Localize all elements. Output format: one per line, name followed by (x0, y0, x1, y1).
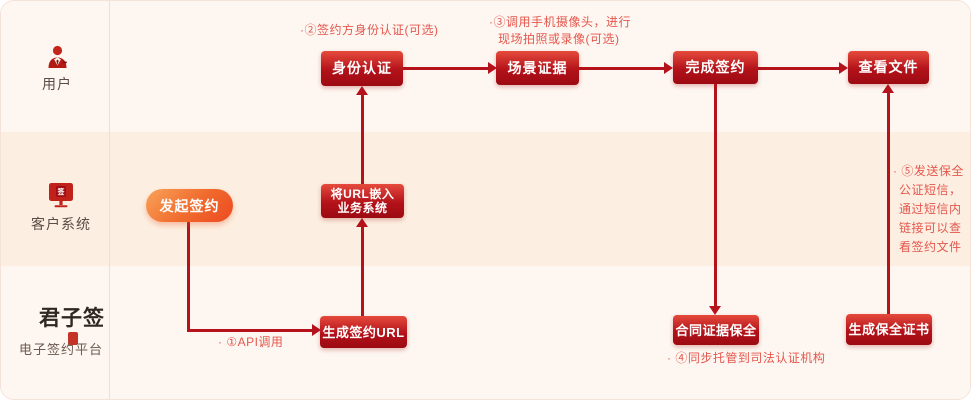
user-icon (48, 45, 67, 68)
lane-platform (1, 266, 970, 399)
node-embed-url-line1: 将URL嵌入 (330, 187, 395, 201)
monitor-icon: 签 (49, 183, 73, 208)
node-embed-url: 将URL嵌入 业务系统 (321, 184, 404, 218)
lane-label-user: 用户 (42, 76, 72, 92)
lane-label-client: 客户系统 (31, 216, 91, 232)
svg-text:签: 签 (57, 187, 66, 196)
node-generate-certificate: 生成保全证书 (846, 314, 932, 345)
annotation-1-api-call: · ①API调用 (218, 335, 284, 349)
connector-identity-to-scene (403, 67, 488, 70)
annotation-3-line1: ·③调用手机摄像头，进行 (489, 15, 631, 29)
annotation-5-line3: 通过短信内 (899, 202, 962, 216)
seal-icon (67, 332, 78, 345)
node-identity-auth: 身份认证 (321, 51, 403, 86)
node-complete-sign: 完成签约 (673, 51, 758, 84)
annotation-5-line2: 公证短信， (899, 183, 962, 197)
arrowhead-into-viewfile (839, 62, 848, 74)
annotation-5-sms-notice: · ⑤发送保全 公证短信， 通过短信内 链接可以查 看签约文件 (893, 162, 964, 257)
connector-complete-to-viewfile (758, 67, 839, 70)
arrowhead-into-evidence (709, 306, 721, 315)
connector-scene-to-complete (579, 67, 664, 70)
platform-logo-text: 君子签 (39, 305, 105, 330)
arrowhead-into-identity (356, 86, 368, 95)
lane-user (1, 1, 970, 132)
lane-header-divider (109, 1, 110, 399)
node-scene-evidence: 场景证据 (496, 51, 579, 85)
connector-initiate-to-genurl (187, 329, 312, 332)
annotation-3-line2: 现场拍照或录像(可选) (498, 32, 620, 46)
arrowhead-into-genurl (312, 324, 321, 336)
connector-embed-to-identity (361, 95, 364, 184)
connector-complete-to-evidence (714, 84, 717, 306)
annotation-4-judicial-escrow: · ④同步托管到司法认证机构 (667, 351, 826, 365)
connector-certificate-to-viewfile (887, 93, 890, 314)
arrowhead-into-embed (356, 218, 368, 227)
lane-label-platform: 电子签约平台 (18, 342, 103, 357)
arrowhead-into-complete (664, 62, 673, 74)
node-view-file: 查看文件 (848, 51, 929, 84)
platform-logo: 君子签 (35, 302, 109, 358)
arrowhead-into-viewfile-bottom (882, 84, 894, 93)
node-generate-sign-url: 生成签约URL (320, 316, 407, 348)
connector-initiate-down (187, 222, 190, 332)
node-embed-url-line2: 业务系统 (337, 201, 388, 215)
node-contract-evidence: 合同证据保全 (673, 315, 759, 345)
annotation-5-line4: 链接可以查 (899, 221, 962, 235)
annotation-2-identity-optional: ·②签约方身份认证(可选) (300, 23, 439, 37)
annotation-3-camera-optional: ·③调用手机摄像头，进行 现场拍照或录像(可选) (489, 14, 631, 48)
arrowhead-into-scene (488, 62, 497, 74)
node-initiate-sign: 发起签约 (146, 189, 233, 222)
annotation-5-line5: 看签约文件 (899, 240, 962, 254)
annotation-5-line1: · ⑤发送保全 (893, 164, 964, 178)
connector-genurl-to-embed (361, 227, 364, 316)
